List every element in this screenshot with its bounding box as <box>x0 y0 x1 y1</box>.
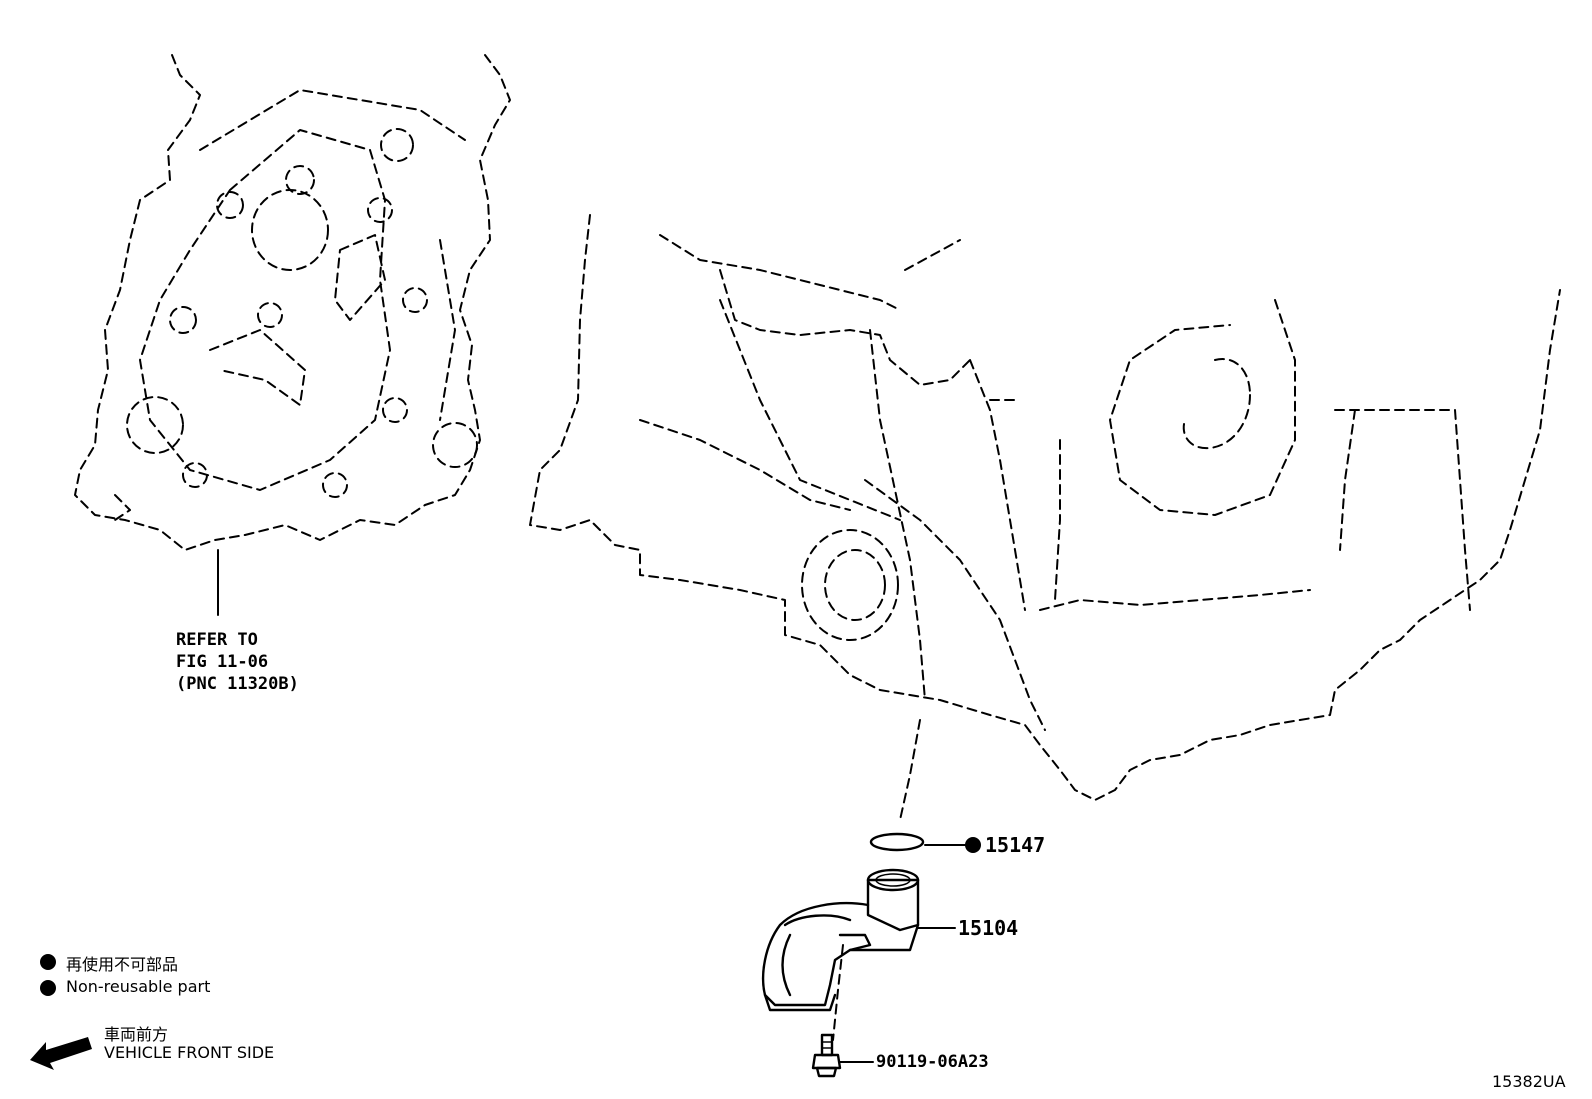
gasket-ring <box>869 832 925 852</box>
legend-front-jp: 車両前方 <box>104 1025 169 1044</box>
figure-id: 15382UA <box>1492 1072 1566 1091</box>
legend-non-reusable-icon-jp <box>40 954 56 970</box>
legend-non-reusable-en: Non-reusable part <box>66 977 211 996</box>
arrow-left-icon <box>30 1037 92 1070</box>
legend-non-reusable-icon-en <box>40 980 56 996</box>
engine-block <box>529 214 1561 801</box>
reference-label-line3: (PNC 11320B) <box>176 674 299 694</box>
legend-non-reusable-jp: 再使用不可部品 <box>66 955 179 974</box>
gasket-non-reusable-icon <box>965 837 981 853</box>
reference-label-line2: FIG 11-06 <box>176 652 269 672</box>
legend-front-en: VEHICLE FRONT SIDE <box>104 1043 275 1062</box>
part-number-gasket: 15147 <box>985 833 1046 857</box>
part-number-pipe: 15104 <box>958 916 1019 940</box>
timing-chain-cover <box>74 54 511 551</box>
part-number-bolt: 90119-06A23 <box>876 1052 989 1072</box>
bolt <box>811 1033 842 1078</box>
alignment-line <box>899 719 921 821</box>
water-pipe <box>761 868 920 1012</box>
reference-label-line1: REFER TO <box>176 630 258 650</box>
bolt-alignment-line <box>832 944 844 1041</box>
